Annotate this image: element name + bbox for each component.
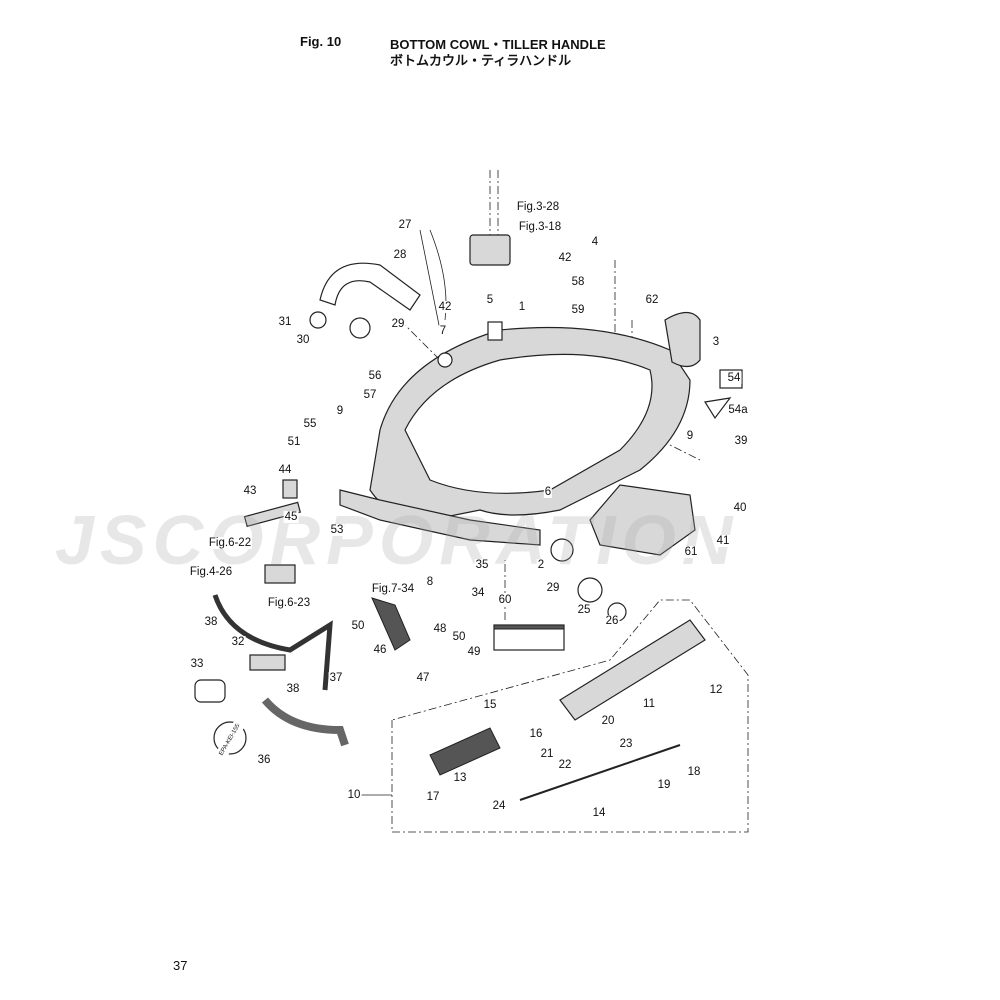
part-number-callout: 23 xyxy=(618,738,634,750)
watermark: JSCORPORATION xyxy=(55,501,739,579)
part-number-callout: 11 xyxy=(642,698,656,710)
part-number-callout: 42 xyxy=(437,301,453,313)
figure-reference-callout: Fig.3-18 xyxy=(517,221,563,233)
part-number-callout: 48 xyxy=(432,623,448,635)
part-number-callout: 31 xyxy=(277,316,293,328)
part-number-callout: 10 xyxy=(346,789,362,801)
part-number-callout: 4 xyxy=(590,236,600,248)
part-number-callout: 24 xyxy=(491,800,507,812)
part-number-callout: 54 xyxy=(726,372,742,384)
figure-number: Fig. 10 xyxy=(300,34,342,49)
figure-reference-callout: Fig.4-26 xyxy=(188,566,234,578)
part-number-callout: 1 xyxy=(517,301,527,313)
part-number-callout: 19 xyxy=(656,779,672,791)
figure-title-english: BOTTOM COWL・TILLER HANDLE xyxy=(390,37,606,52)
part-number-callout: 37 xyxy=(328,672,344,684)
part-number-callout: 61 xyxy=(683,546,699,558)
part-number-callout: 22 xyxy=(557,759,573,771)
figure-reference-callout: Fig.3-28 xyxy=(515,201,561,213)
figure-reference-callout: Fig.6-22 xyxy=(207,537,253,549)
page-number: 37 xyxy=(173,958,188,973)
part-number-callout: 26 xyxy=(604,615,620,627)
part-number-callout: 32 xyxy=(230,636,246,648)
part-number-callout: 58 xyxy=(570,276,586,288)
part-number-callout: 59 xyxy=(570,304,586,316)
part-number-callout: 35 xyxy=(474,559,490,571)
part-number-callout: 14 xyxy=(591,807,607,819)
part-number-callout: 6 xyxy=(543,486,553,498)
part-number-callout: 55 xyxy=(302,418,318,430)
part-number-callout: 49 xyxy=(466,646,482,658)
part-number-callout: 38 xyxy=(285,683,301,695)
part-number-callout: 51 xyxy=(286,436,302,448)
part-number-callout: 29 xyxy=(390,318,406,330)
part-number-callout: 28 xyxy=(392,249,408,261)
part-number-callout: 9 xyxy=(685,430,695,442)
part-number-callout: 17 xyxy=(425,791,441,803)
part-number-callout: 25 xyxy=(576,604,592,616)
part-number-callout: 47 xyxy=(415,672,431,684)
part-number-callout: 29 xyxy=(545,582,561,594)
part-number-callout: 15 xyxy=(482,699,498,711)
part-number-callout: 39 xyxy=(733,435,749,447)
part-number-callout: 33 xyxy=(189,658,205,670)
part-number-callout: 44 xyxy=(277,464,293,476)
part-number-callout: 42 xyxy=(557,252,573,264)
part-number-callout: 21 xyxy=(539,748,555,760)
part-number-callout: 2 xyxy=(536,559,546,571)
part-number-callout: 50 xyxy=(451,631,467,643)
part-number-callout: 18 xyxy=(686,766,702,778)
part-number-callout: 3 xyxy=(711,336,721,348)
part-number-callout: 7 xyxy=(438,325,448,337)
part-number-callout: 13 xyxy=(452,772,468,784)
part-number-callout: 5 xyxy=(485,294,495,306)
part-number-callout: 43 xyxy=(242,485,258,497)
part-number-callout: 20 xyxy=(600,715,616,727)
part-number-callout: 34 xyxy=(470,587,486,599)
part-number-callout: 12 xyxy=(708,684,724,696)
part-number-callout: 40 xyxy=(732,502,748,514)
part-number-callout: 46 xyxy=(372,644,388,656)
part-number-callout: 36 xyxy=(256,754,272,766)
part-number-callout: 41 xyxy=(715,535,731,547)
part-number-callout: 45 xyxy=(283,511,299,523)
part-number-callout: 50 xyxy=(350,620,366,632)
part-number-callout: 53 xyxy=(329,524,345,536)
part-number-callout: 62 xyxy=(644,294,660,306)
figure-reference-callout: Fig.6-23 xyxy=(266,597,312,609)
part-number-callout: 60 xyxy=(497,594,513,606)
throttle-grip xyxy=(429,727,501,776)
figure-title-japanese: ボトムカウル・ティラハンドル xyxy=(390,53,572,68)
figure-reference-callout: Fig.7-34 xyxy=(370,583,416,595)
part-number-callout: 54a xyxy=(727,404,749,416)
part-number-callout: 38 xyxy=(203,616,219,628)
tiller-handle xyxy=(559,619,706,721)
part-number-callout: 56 xyxy=(367,370,383,382)
part-number-callout: 30 xyxy=(295,334,311,346)
part-number-callout: 8 xyxy=(425,576,435,588)
part-number-callout: 57 xyxy=(362,389,378,401)
part-number-callout: 27 xyxy=(397,219,413,231)
part-number-callout: 16 xyxy=(528,728,544,740)
part-number-callout: 9 xyxy=(335,405,345,417)
